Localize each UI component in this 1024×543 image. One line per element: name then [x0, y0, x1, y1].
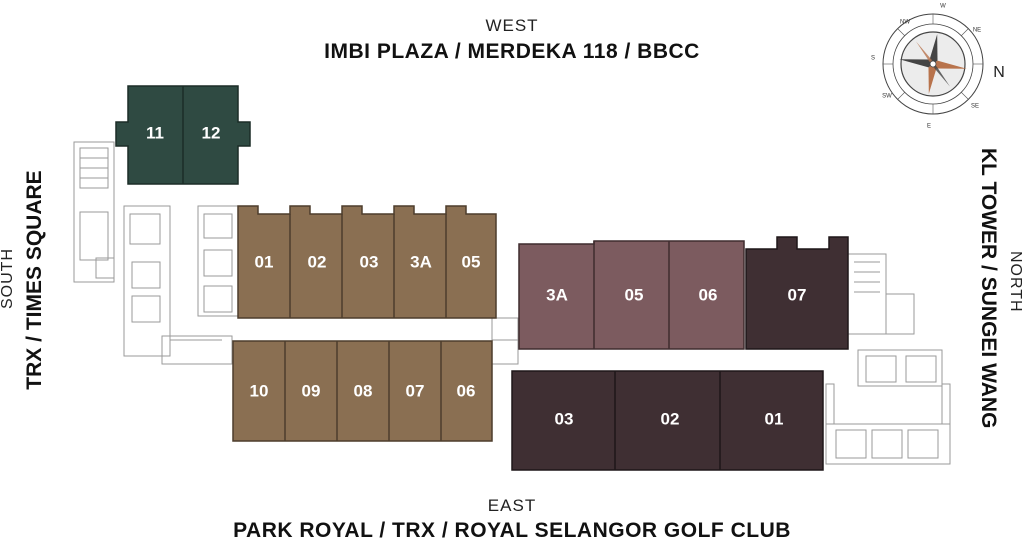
unit-mauve-3a[interactable]: 3A [546, 285, 568, 304]
plum-top-block: 07 [745, 236, 849, 350]
svg-text:W: W [940, 4, 946, 10]
compass-north-letter: N [993, 64, 1005, 81]
unit-11[interactable]: 11 [146, 123, 164, 142]
plum-bottom-block: 03 02 01 [511, 370, 824, 471]
tan-top-block: 01 02 03 3A 05 [237, 205, 497, 319]
unit-plum-02[interactable]: 02 [661, 409, 680, 428]
unit-tan-01[interactable]: 01 [255, 252, 274, 271]
west-heading: WEST [485, 16, 539, 35]
unit-12[interactable]: 12 [202, 123, 221, 142]
svg-text:S: S [871, 56, 875, 62]
unit-plum-07[interactable]: 07 [788, 285, 807, 304]
unit-tan-3a[interactable]: 3A [410, 252, 432, 271]
unit-tan-02[interactable]: 02 [308, 252, 327, 271]
unit-tan-03[interactable]: 03 [360, 252, 379, 271]
unit-tan-09[interactable]: 09 [302, 381, 321, 400]
unit-mauve-05[interactable]: 05 [625, 285, 644, 304]
unit-tan-08[interactable]: 08 [354, 381, 373, 400]
unit-tan-10[interactable]: 10 [250, 381, 269, 400]
svg-text:SE: SE [971, 104, 979, 110]
svg-text:NE: NE [973, 28, 981, 34]
unit-mauve-06[interactable]: 06 [699, 285, 718, 304]
east-heading: EAST [487, 496, 537, 515]
compass-rose-icon: N W NW NE S SW SE E [871, 4, 1005, 130]
green-block: 11 12 [115, 85, 251, 185]
unit-tan-07[interactable]: 07 [406, 381, 425, 400]
unit-tan-06[interactable]: 06 [457, 381, 476, 400]
svg-text:E: E [927, 124, 931, 130]
mauve-block: 3A 05 06 [518, 240, 745, 350]
east-landmarks: PARK ROYAL / TRX / ROYAL SELANGOR GOLF C… [233, 519, 791, 542]
unit-plum-03[interactable]: 03 [555, 409, 574, 428]
tan-bottom-block: 10 09 08 07 06 [232, 340, 493, 442]
svg-text:SW: SW [882, 94, 892, 100]
unit-tan-05[interactable]: 05 [462, 252, 481, 271]
unit-plum-01[interactable]: 01 [765, 409, 784, 428]
svg-text:NW: NW [900, 20, 910, 26]
west-landmarks: IMBI PLAZA / MERDEKA 118 / BBCC [324, 40, 700, 63]
